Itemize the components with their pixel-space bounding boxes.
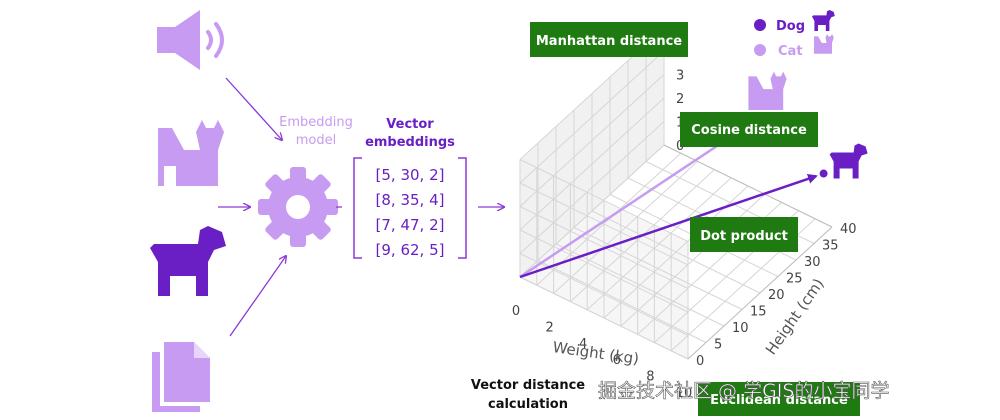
speaker-icon: [157, 10, 224, 70]
euclidean-distance-label: Euclidean distance: [710, 393, 848, 408]
document-icon: [152, 342, 210, 412]
x-tick-label: 10: [676, 386, 693, 401]
grid-line: [519, 276, 689, 360]
dog-point: [819, 169, 828, 178]
y-tick-label: 35: [822, 239, 839, 254]
grid-line: [519, 74, 665, 207]
x-tick-label: 2: [545, 320, 553, 335]
dog-icon: [150, 226, 226, 296]
vector-embeddings-title-2: embeddings: [365, 135, 455, 150]
caption-line-2: calculation: [488, 397, 568, 412]
dog-vector-arrow: [519, 173, 818, 279]
grid-line: [519, 121, 665, 254]
grid-line: [519, 50, 665, 184]
x-tick-label: 4: [579, 337, 587, 352]
arrow-doc-to-model: [229, 256, 286, 337]
manhattan-distance-label: Manhattan distance: [536, 34, 682, 49]
grid-line: [519, 144, 665, 278]
x-tick-label: 8: [646, 370, 654, 385]
dog-point-icon: [829, 143, 868, 179]
vector-4: [9, 62, 5]: [376, 241, 445, 259]
grid-line: [591, 210, 761, 294]
cosine-distance-label: Cosine distance: [691, 123, 807, 138]
legend-cat-icon: [814, 34, 834, 54]
vector-2: [8, 35, 4]: [376, 191, 445, 209]
cat-vector-arrow: [519, 123, 752, 279]
vector-embeddings-title-1: Vector: [386, 117, 434, 132]
grid-line: [555, 243, 725, 327]
axis-line: [687, 226, 833, 360]
euclidean-distance-box: Euclidean distance: [698, 382, 860, 416]
left-bracket: [353, 157, 362, 259]
grid-line: [573, 227, 743, 310]
grid-line: [537, 260, 707, 343]
vector-1: [5, 30, 2]: [376, 166, 445, 184]
y-tick-label: 20: [768, 288, 785, 303]
legend-cat-marker: [754, 44, 766, 56]
dot-product-label: Dot product: [700, 229, 788, 244]
grid-line: [519, 182, 689, 266]
arrow-audio-to-model: [225, 77, 282, 140]
z-tick-label: 2: [676, 92, 684, 107]
legend-cat-label: Cat: [778, 44, 803, 59]
cat-icon: [158, 120, 224, 186]
manhattan-distance-box: Manhattan distance: [530, 22, 688, 57]
y-tick-label: 40: [840, 222, 857, 237]
embedding-model-label-2: model: [296, 133, 336, 148]
caption-line-1: Vector distance: [471, 378, 585, 393]
x-axis-label: Weight (kg): [552, 338, 641, 368]
grid-line: [519, 229, 689, 313]
x-tick-label: 0: [512, 304, 520, 319]
cat-point-icon: [748, 71, 787, 111]
axis-line: [663, 144, 833, 228]
cosine-distance-box: Cosine distance: [680, 112, 818, 147]
watermark: 掘金技术社区 @ 学GIS的小宝同学: [598, 380, 889, 402]
grid-line: [519, 97, 665, 231]
y-tick-label: 30: [804, 255, 821, 270]
gear-icon: [258, 167, 338, 247]
x-tick-label: 6: [613, 353, 621, 368]
y-tick-label: 0: [696, 354, 704, 369]
dot-product-box: Dot product: [690, 217, 798, 252]
y-tick-label: 15: [750, 305, 767, 320]
grid-line: [519, 159, 689, 242]
vector-3: [7, 47, 2]: [376, 216, 445, 234]
legend-dog-label: Dog: [776, 19, 805, 34]
legend: Dog Cat: [754, 10, 835, 59]
right-bracket: [458, 157, 467, 259]
y-tick-label: 5: [714, 338, 722, 353]
embedding-model-label-1: Embedding: [279, 115, 353, 130]
y-tick-label: 10: [732, 321, 749, 336]
legend-dog-icon: [812, 10, 835, 31]
y-tick-label: 25: [786, 272, 803, 287]
z-tick-label: 3: [676, 69, 684, 84]
legend-dog-marker: [754, 19, 766, 31]
